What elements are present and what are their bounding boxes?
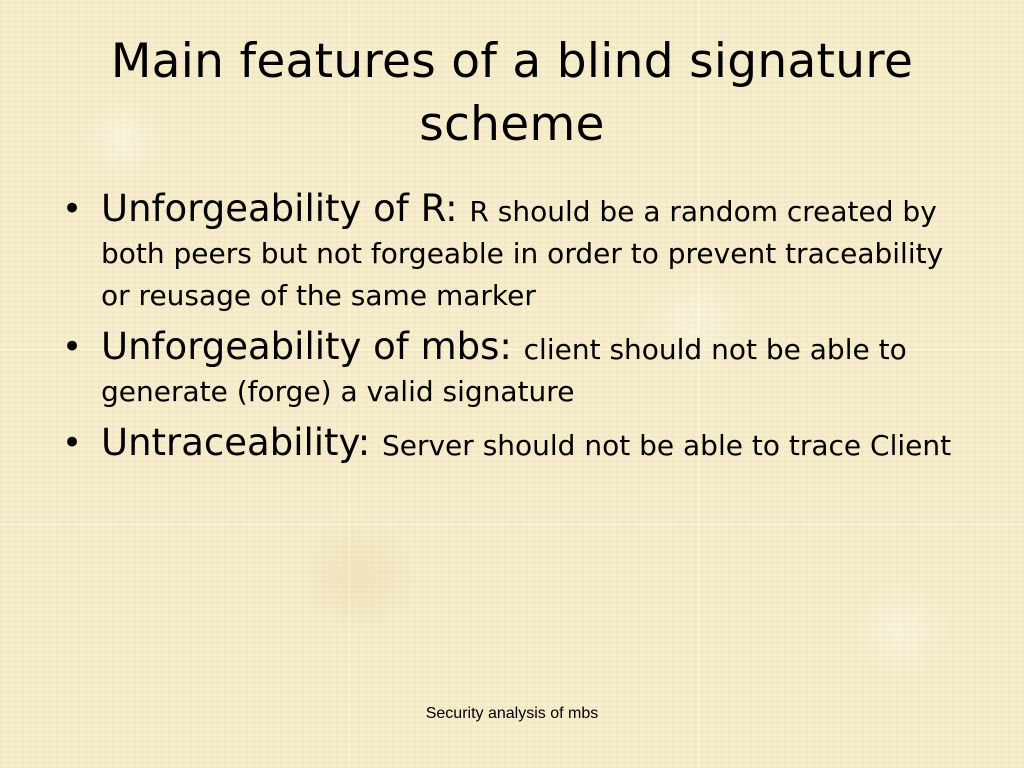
bullet-dot-icon: • (62, 423, 83, 463)
slide-footer: Security analysis of mbs (425, 705, 599, 722)
bullet-text: Server should not be able to trace Clien… (381, 429, 952, 462)
slide-title: Main features of a blind signature schem… (110, 34, 914, 152)
bullet-heading: Untraceability: (101, 421, 382, 464)
bullet-item-unforgeability-mbs: • Unforgeability of mbs: client should n… (60, 323, 960, 413)
bullet-heading: Unforgeability of mbs: (101, 325, 524, 368)
bullet-heading: Unforgeability of R: (101, 187, 470, 230)
bullet-text: client should not be able to generate (f… (101, 333, 907, 408)
bullet-list: • Unforgeability of R: R should be a ran… (60, 185, 960, 473)
background-seam (349, 0, 350, 768)
background-seam (699, 0, 700, 768)
bullet-text: R should be a random created by both pee… (101, 195, 944, 312)
bullet-item-unforgeability-r: • Unforgeability of R: R should be a ran… (60, 185, 960, 317)
bullet-item-untraceability: • Untraceability: Server should not be a… (60, 419, 960, 467)
background-seam (0, 349, 1024, 350)
bullet-dot-icon: • (62, 327, 83, 367)
bullet-dot-icon: • (62, 189, 83, 229)
background-seam (0, 524, 1024, 525)
